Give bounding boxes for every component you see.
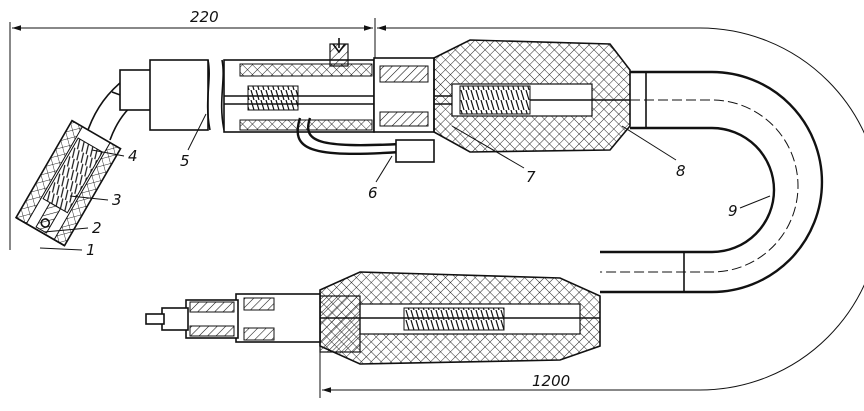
dimension-label-220: 220 [190, 8, 219, 26]
callout-1: 1 [86, 241, 96, 259]
callout-6: 6 [368, 184, 378, 202]
callout-5: 5 [180, 152, 190, 170]
dimension-label-1200: 1200 [532, 372, 570, 390]
lower-connector [145, 271, 601, 365]
callout-3: 3 [112, 191, 122, 209]
callout-8: 8 [676, 162, 686, 180]
callout-9: 9 [728, 202, 738, 220]
callouts: 1 2 3 4 5 6 7 8 9 [39, 113, 771, 259]
dimension-220: 220 [9, 8, 376, 250]
callout-4: 4 [128, 147, 138, 165]
callout-2: 2 [92, 219, 102, 237]
callout-7: 7 [526, 168, 536, 186]
hose [600, 70, 824, 294]
upper-handle [119, 38, 631, 163]
